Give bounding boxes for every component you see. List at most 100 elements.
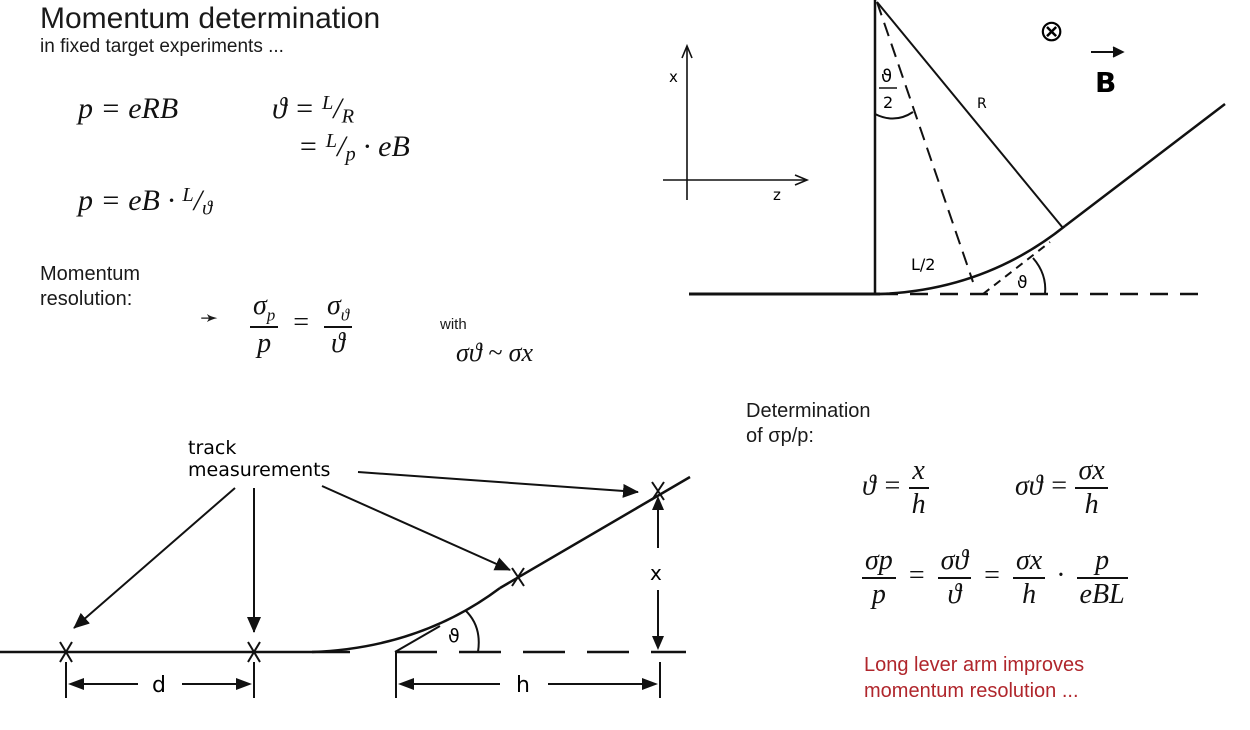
chain-eq-1: = [908, 560, 925, 592]
eq-theta-p: p [345, 143, 356, 166]
determination-label-1: Determination [746, 400, 871, 422]
arrow-icon: ➛ [200, 306, 219, 331]
eq-sigma-theta: σϑ = σx h [1015, 455, 1108, 521]
chain-theta: ϑ [947, 579, 962, 610]
b-field-label: B [1095, 66, 1116, 99]
x-dim-arrow-up [652, 496, 664, 510]
x-axis-label: x [669, 68, 678, 86]
half-angle-den: 2 [883, 93, 893, 112]
measurement-cross-3 [511, 567, 525, 587]
frac-h-2: h [1084, 489, 1099, 520]
frac-sp-p: σp p [862, 545, 896, 611]
eq-p-eRB: p = eRB [78, 92, 179, 125]
frac-h: h [911, 489, 926, 520]
sigma-symbol-2: σ [327, 290, 341, 321]
chain-sigma-p: σp [862, 545, 896, 579]
h-arrow-left [398, 678, 414, 690]
chain-sigma-theta: σϑ [937, 545, 972, 579]
eq-sigma-theta-lhs: σϑ = [1015, 470, 1069, 502]
chain-p-num: p [1076, 545, 1128, 579]
chain-eBL: eBL [1079, 579, 1125, 610]
measurement-points [59, 481, 665, 663]
eq-resolution-chain: σp p = σϑ ϑ = σx h · p eBL [862, 545, 1128, 611]
z-axis-label: z [773, 186, 781, 204]
frac-st-t: σϑ ϑ [937, 545, 972, 611]
frac-x: x [908, 455, 929, 489]
eq-p-lhs: p = eB · [78, 184, 175, 218]
frac-sigma-x: σx [1075, 455, 1108, 489]
den-theta: ϑ [331, 327, 345, 359]
outgoing-track [1064, 103, 1226, 227]
chain-p: p [871, 579, 886, 610]
h-dimension-label: h [516, 673, 530, 698]
half-angle-arc [874, 111, 914, 120]
track-measurement-diagram: track measurements ϑ x d h [0, 437, 691, 698]
x-dimension-label: x [650, 561, 662, 585]
measurement-cross-2 [247, 641, 261, 663]
with-label: with [440, 316, 467, 333]
frac-p-eBL: p eBL [1076, 545, 1128, 611]
b-vector-arrowhead [1112, 46, 1125, 58]
half-angle-num: ϑ [881, 66, 892, 87]
radius-line [876, 1, 1064, 229]
conclusion-line-1: Long lever arm improves [864, 654, 1085, 676]
field-into-page-icon: ⊗ [1039, 14, 1064, 49]
chain-dot: · [1056, 560, 1066, 592]
measurement-cross-4 [651, 481, 665, 501]
x-dim-arrow-down [652, 636, 664, 650]
measurement-cross-1 [59, 641, 73, 663]
resolution-label: Momentum resolution: [40, 263, 141, 310]
chain-sigma-x: σx [1012, 545, 1046, 579]
frac-x-h: x h [908, 455, 929, 521]
eq-p-theta: ϑ [202, 197, 213, 220]
eq-p-eBL: p = eB · L/ϑ [78, 184, 213, 220]
z-axis-arrow [794, 174, 810, 186]
arrow-to-point-1 [73, 487, 236, 629]
sigma-relation: σϑ ~ σx [456, 338, 534, 367]
eq-theta-lhs: ϑ = [272, 92, 315, 126]
eq-theta-LR: ϑ = L/R [272, 92, 355, 128]
eq-theta-eq2: = [298, 130, 319, 164]
track-label-1: track [188, 437, 236, 459]
page-title: Momentum determination [40, 2, 381, 35]
x-axis-arrow [681, 43, 693, 59]
bisector-line [876, 1, 974, 283]
d-arrow-right [236, 678, 252, 690]
eq-theta-L: L [321, 92, 334, 114]
eq-theta-eB: · eB [363, 130, 410, 164]
frac-sx-h-2: σx h [1012, 545, 1046, 611]
chain-eq-2: = [984, 560, 1000, 592]
sub-theta: ϑ [340, 305, 350, 325]
tangent-line [982, 241, 1051, 295]
track-label-2: measurements [188, 459, 330, 481]
sub-p: p [266, 305, 276, 325]
arrow-to-point-3 [321, 485, 511, 571]
half-length-label: L/2 [911, 255, 935, 274]
eq-theta-lhs-2: ϑ = [862, 470, 902, 502]
determination-label-2: of σp/p: [746, 425, 814, 447]
angle-arc-bottom [464, 609, 480, 653]
arrow-to-point-4 [357, 471, 639, 498]
eq-p-L: L [182, 184, 194, 206]
den-p: p [257, 327, 272, 359]
h-arrow-right [642, 678, 658, 690]
outgoing-track-bottom [499, 475, 691, 590]
eq-theta-Lp: = L/p · eB [298, 130, 410, 166]
frac-sx-h: σx h [1075, 455, 1108, 521]
eq-theta-L2: L [325, 130, 338, 152]
bending-diagram: x z ϑ 2 R L/2 ϑ ⊗ B [663, 0, 1226, 296]
frac-sigma-theta: σϑ ϑ [324, 290, 353, 360]
page-subtitle: in fixed target experiments ... [40, 36, 284, 57]
sigma-symbol: σ [253, 290, 267, 321]
conclusion-line-2: momentum resolution ... [864, 680, 1079, 702]
angle-label: ϑ [1017, 273, 1028, 293]
angle-label-bottom: ϑ [448, 625, 460, 647]
eq-sign: = [293, 307, 309, 339]
eq-theta-xh: ϑ = x h [862, 455, 929, 521]
frac-sigma-p: σp p [250, 290, 279, 360]
curved-track [879, 225, 1066, 296]
curved-track-bottom [311, 586, 501, 654]
angle-arc [1032, 257, 1047, 295]
radius-label: R [977, 96, 987, 112]
d-dimension-label: d [152, 673, 166, 698]
